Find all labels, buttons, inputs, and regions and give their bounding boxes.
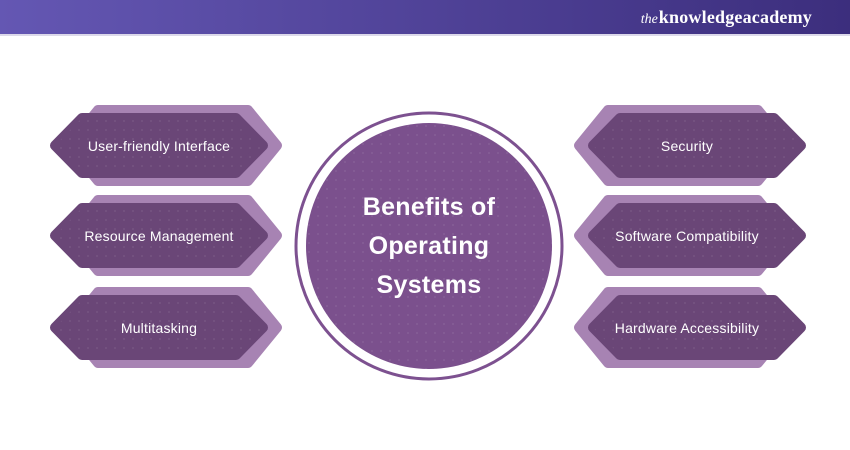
logo-academy: academy [742,6,812,27]
brand-logo: theknowledgeacademy [641,8,812,27]
benefit-label: Resource Management [84,227,234,244]
benefit-item-user-friendly-interface: User-friendly Interface [50,101,290,190]
benefit-label: Multitasking [120,319,198,336]
hexagon-shape [50,195,282,276]
circle-shape [294,111,564,381]
hexagon-shape [574,105,806,186]
hexagon-shape [574,287,806,368]
hexagon-shape [50,105,282,186]
benefit-item-resource-management: Resource Management [50,191,290,280]
center-circle: Benefits of Operating Systems [289,106,569,386]
diagram-title: Benefits of Operating Systems [306,123,552,369]
title-line: Benefits of [362,192,496,221]
benefit-item-software-compatibility: Software Compatibility [566,191,806,280]
title-line: Systems [376,270,482,299]
benefit-item-security: Security [566,101,806,190]
hexagon-shape [50,287,282,368]
title-line: Operating [368,231,490,260]
benefit-label: Security [660,137,714,154]
benefit-item-hardware-accessibility: Hardware Accessibility [566,283,806,372]
benefit-label: User-friendly Interface [87,137,231,154]
header-bar: theknowledgeacademy [0,0,850,36]
benefit-item-multitasking: Multitasking [50,283,290,372]
benefit-label: Software Compatibility [615,227,759,244]
logo-the: the [640,11,658,27]
benefit-label: Hardware Accessibility [614,319,760,336]
hexagon-shape [574,195,806,276]
logo-knowledge: knowledge [658,6,743,27]
